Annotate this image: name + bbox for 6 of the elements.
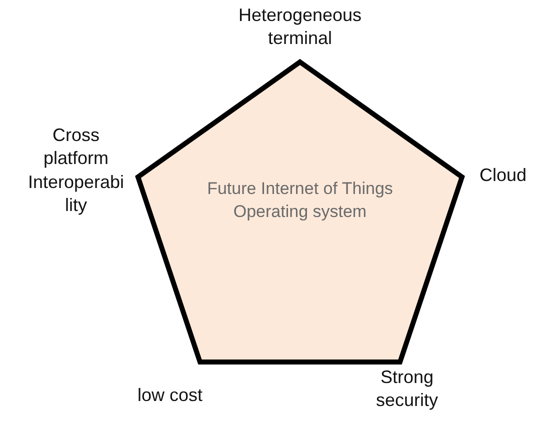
vertex-label: Cross platform Interoperabi lity [26, 124, 126, 218]
vertex-label: Heterogeneous terminal [237, 4, 363, 50]
vertex-label: Strong security [374, 366, 439, 412]
vertex-label: Cloud [478, 164, 528, 187]
center-label: Future Internet of Things Operating system [206, 178, 394, 223]
vertex-label: low cost [136, 384, 204, 407]
